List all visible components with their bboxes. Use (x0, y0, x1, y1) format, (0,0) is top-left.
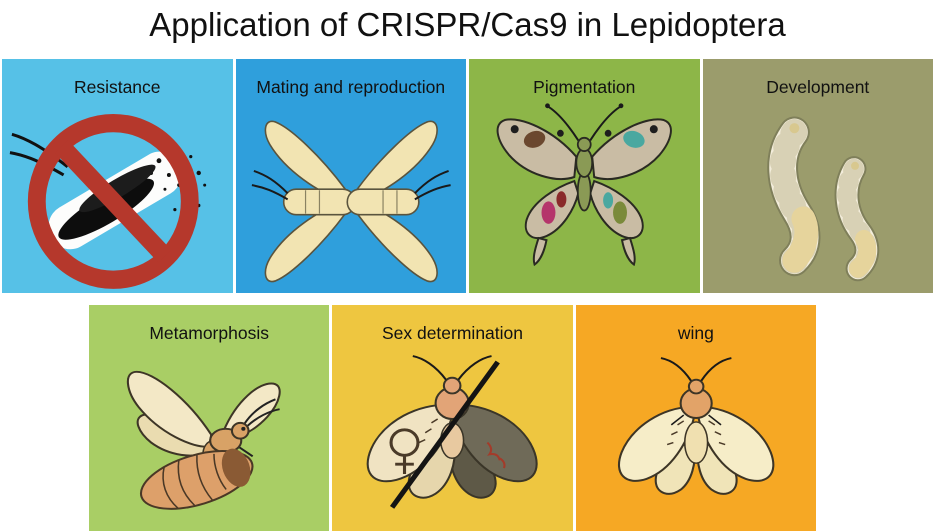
bottom-row: Metamorphosis (89, 305, 816, 531)
sexed-moth-icon (366, 355, 538, 509)
larvae-icon (766, 116, 879, 282)
panel-metamorphosis: Metamorphosis (89, 305, 330, 531)
moth-wing-icon (617, 357, 774, 495)
panel-wing: wing (575, 305, 816, 531)
panel-label: Sex determination (381, 323, 524, 343)
panel-label: Development (766, 77, 870, 97)
panel-label: Resistance (73, 77, 161, 97)
panel-sex-determination: Sex determination (332, 305, 573, 531)
panel-label: Mating and reproduction (256, 77, 446, 97)
panel-label: Pigmentation (533, 77, 636, 97)
panel-development: Development (702, 59, 933, 293)
panel-mating-and-reproduction: Mating and reproduction (235, 59, 466, 293)
panel-label: Metamorphosis (149, 323, 269, 343)
panel-label: wing (677, 323, 714, 343)
prohibited-pest-icon (9, 113, 207, 289)
panel-pigmentation: Pigmentation (469, 59, 700, 293)
pigmented-butterfly-icon (496, 103, 672, 267)
top-row: Resistance Mating and reproduction (2, 59, 933, 293)
mating-moths-icon (251, 120, 451, 283)
panel-resistance: Resistance (2, 59, 233, 293)
figure-title: Application of CRISPR/Cas9 in Lepidopter… (149, 6, 786, 43)
moth-emerging-pupa-icon (126, 370, 281, 510)
